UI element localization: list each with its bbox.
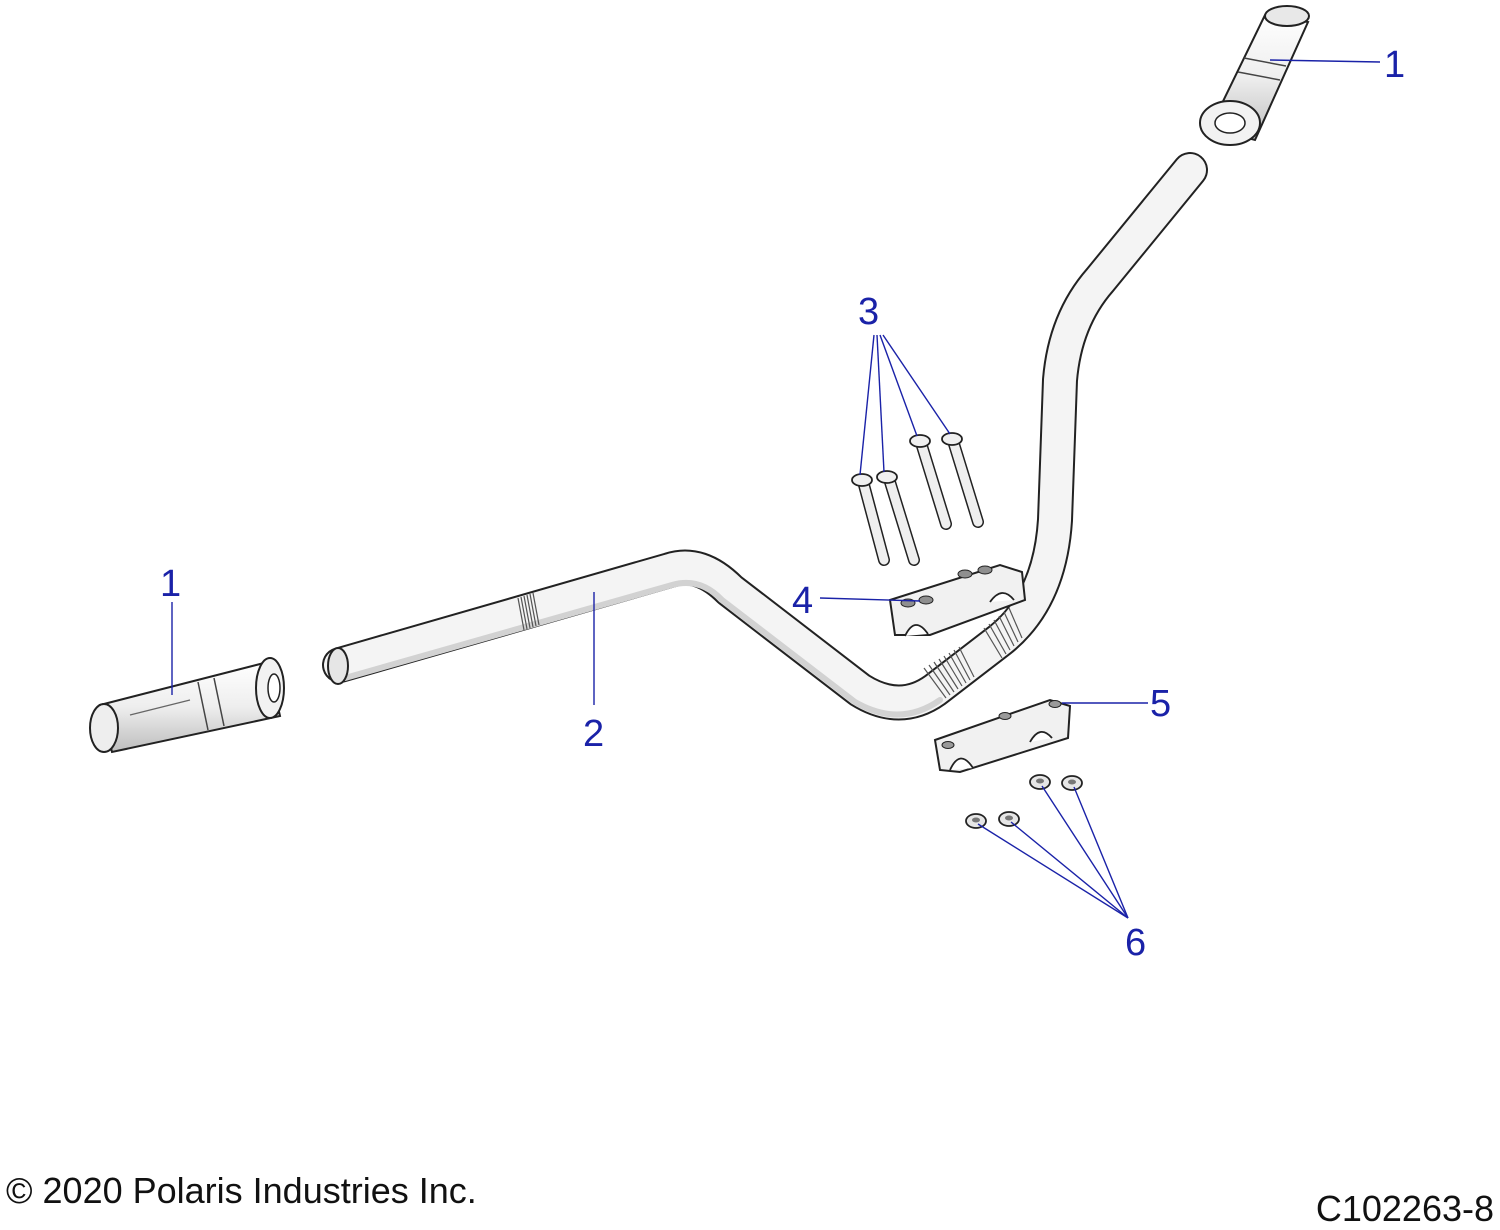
callouts: 1 1 2 3 4 5 6 [160,44,1405,964]
bolt [851,473,890,566]
grip-left-ring [197,681,209,731]
bolt [941,432,984,528]
knurl-band-center-left [923,646,975,699]
leader-bolt-1 [859,334,875,476]
grip-right-ring [1243,57,1287,67]
grip-right-end-cap [1264,5,1310,27]
knurl-band-center-right [983,607,1023,659]
grip-left-bore [267,673,281,703]
grip-left [89,657,285,754]
callout-bolts: 3 [858,291,879,333]
leader-nut-1 [977,823,1129,919]
nut [1061,775,1083,791]
nuts [965,774,1083,829]
callout-grip-right: 1 [1384,44,1405,86]
leader-lines [171,59,1381,919]
leader-nut-4 [1073,786,1129,919]
lower-clamp [933,698,1072,774]
leader-bolt-2 [876,334,885,473]
figure-id: C102263-8 [1315,1188,1494,1229]
handlebar-tube-body [324,154,1206,719]
nut [1029,774,1051,790]
grip-right-bore [1214,112,1246,134]
grip-left-ring-2 [213,677,225,727]
bolt [876,470,920,566]
leader-upper-clamp [819,597,921,602]
upper-clamp [888,563,1027,637]
leader-nut-3 [1041,785,1129,919]
leader-bolt-4 [882,334,951,435]
grip-left-body [98,660,282,754]
handlebar [322,152,1208,721]
handlebar-left-end [327,647,349,685]
bolts [851,432,984,566]
grip-right-ring-2 [1237,71,1281,81]
copyright-notice: © 2020 Polaris Industries Inc. [6,1170,477,1211]
grip-left-end-cap [89,703,119,753]
callout-upper-clamp: 4 [792,580,813,622]
knurl-band-left [517,592,540,631]
grip-left-logo [129,699,191,716]
callout-handlebar: 2 [583,713,604,755]
leader-grip-right [1269,59,1381,63]
nut [998,811,1020,827]
bolt [909,434,952,530]
callout-lower-clamp: 5 [1150,683,1171,725]
callout-nuts: 6 [1125,922,1146,964]
nut [965,813,987,829]
callout-grip-left: 1 [160,563,181,605]
leader-bolt-3 [879,334,918,437]
grip-right [1199,5,1310,146]
handlebar-tube-shadow [342,579,943,718]
leader-nut-2 [1010,821,1129,919]
